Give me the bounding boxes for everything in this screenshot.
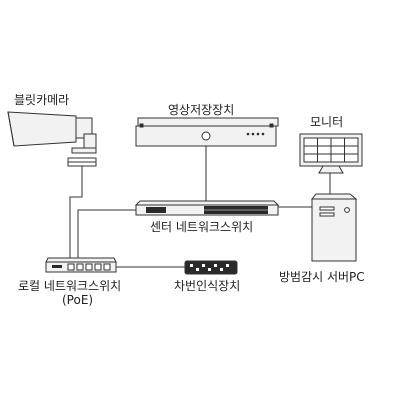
camera-mount: [83, 133, 97, 149]
camera-base: [71, 147, 97, 154]
video-recorder-label: 영상저장장치: [168, 103, 235, 117]
local-switch-port-1: [67, 263, 75, 271]
monitor-stand: [318, 165, 344, 174]
plate-reader-vent-2: [196, 268, 199, 271]
connections: [69, 144, 331, 268]
plate-reader-vents: [190, 264, 229, 271]
poe-label: (PoE): [62, 293, 94, 307]
local-switch-port-4: [94, 263, 102, 271]
recorder-power-button: [201, 131, 211, 141]
monitor-split-grid: [304, 138, 358, 162]
center-switch-ports-left: [146, 207, 166, 213]
camera-hood-edge: [7, 111, 15, 147]
recorder-ear-right: [269, 123, 274, 128]
plate-reader-vent-6: [220, 268, 223, 271]
center-switch-top: [134, 200, 280, 206]
line-local-switch-to-center-switch: [77, 209, 138, 258]
bullet-camera-label: 블릿카메라: [14, 93, 70, 107]
plate-reader-vent-4: [208, 268, 211, 271]
plate-reader-vent-1: [190, 264, 193, 267]
bullet-camera-icon: [7, 111, 97, 167]
pc-label: 방범감시 서버PC: [279, 270, 365, 284]
recorder-led-1: [246, 132, 250, 136]
plate-reader-vent-5: [214, 264, 217, 267]
plate-reader-icon: [184, 260, 238, 275]
plate-reader-vent-3: [202, 264, 205, 267]
recorder-ear-left: [139, 123, 144, 128]
plate-reader-body: [184, 260, 238, 275]
monitor-label: 모니터: [310, 115, 344, 129]
center-switch-label: 센터 네트워크스위치: [150, 220, 254, 234]
line-camera-to-local-switch: [69, 166, 83, 258]
pc-power-button: [344, 207, 350, 213]
local-switch-port-5: [103, 263, 111, 271]
video-recorder-icon: [135, 117, 279, 147]
recorder-led-3: [256, 132, 260, 136]
recorder-led-4: [261, 132, 265, 136]
recorder-led-2: [251, 132, 255, 136]
local-switch-led: [52, 265, 62, 268]
pc-drive-bay-2: [319, 212, 335, 217]
local-switch-port-2: [76, 263, 84, 271]
recorder-top: [137, 117, 279, 127]
local-switch-label: 로컬 네트워크스위치: [18, 279, 122, 293]
plate-reader-vent-7: [226, 264, 229, 267]
local-switch-top: [45, 257, 117, 263]
plate-reader-label: 차번인식장치: [174, 279, 241, 293]
pc-top: [310, 193, 358, 200]
pc-tower-icon: [310, 193, 358, 262]
pc-drive-bay-1: [319, 206, 335, 211]
local-switch-port-3: [85, 263, 93, 271]
local-switch-icon: [45, 257, 117, 273]
camera-hood: [7, 111, 77, 147]
monitor-icon: [299, 133, 363, 174]
center-switch-icon: [134, 200, 280, 216]
